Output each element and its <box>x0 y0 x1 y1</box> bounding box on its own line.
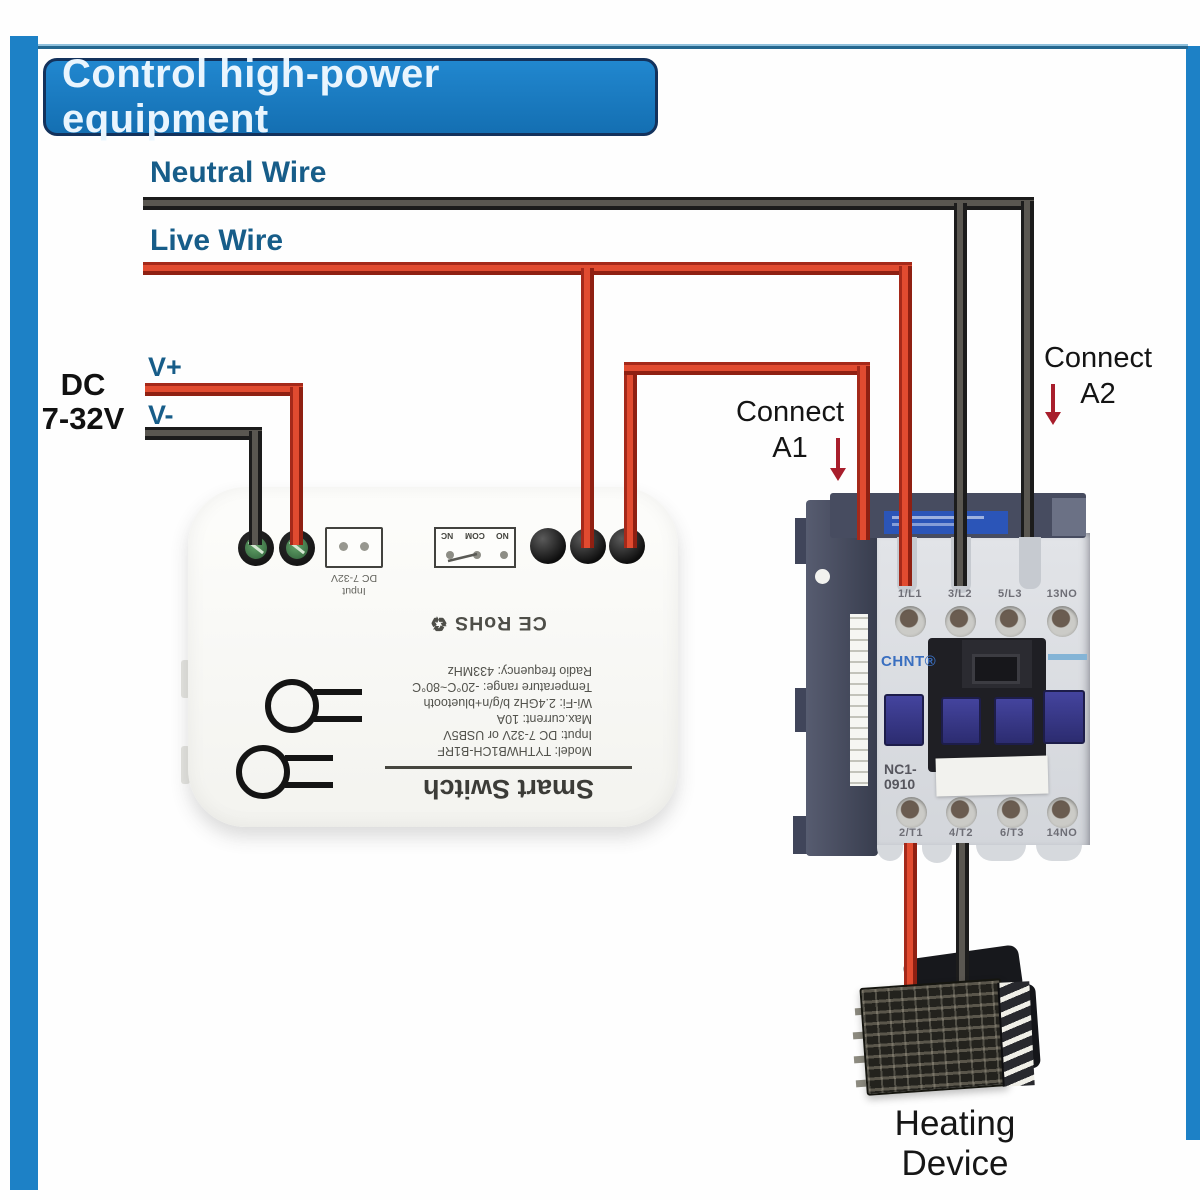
right-accent-bar <box>1186 46 1200 1140</box>
relay-contact-dot <box>500 551 508 559</box>
terminal-screw-3L2 <box>945 606 976 637</box>
heater-coil-pins <box>997 981 1035 1087</box>
contactor-key <box>994 697 1034 745</box>
relay-contact-dot <box>446 551 454 559</box>
neutral-wire-horizontal <box>143 197 1034 210</box>
rail-tab <box>795 518 807 564</box>
terminal-screw-13NO <box>1047 606 1078 637</box>
connect-a2-arrow <box>1051 384 1055 414</box>
contactor-side-label <box>845 608 873 792</box>
contactor-bottom-scallop <box>976 845 1026 861</box>
terminal-screw-6T3 <box>997 797 1028 828</box>
dc-input-connector <box>325 527 383 568</box>
antenna-lead <box>314 716 362 722</box>
load-live-wire <box>904 843 917 990</box>
live-wire-drop-to-1L1 <box>899 266 912 586</box>
antenna-lead <box>285 782 333 788</box>
connector-pin <box>360 542 369 551</box>
rail-tab <box>795 688 807 732</box>
heater-pin-stub <box>855 1079 867 1088</box>
dc-positive-wire-vertical <box>290 387 303 545</box>
v-plus-label: V+ <box>148 352 182 382</box>
connect-a1-arrow <box>836 438 840 470</box>
connect-a1-arrowhead-icon <box>830 468 846 481</box>
switch-print-label: Smart Switch Model: TYTHWB1CH-B1RF Input… <box>366 660 636 804</box>
heating-device-label: Heating Device <box>894 1104 1016 1183</box>
antenna-loop-icon <box>236 745 290 799</box>
title-banner: Control high-power equipment <box>43 52 658 141</box>
neutral-wire-drop-to-a2 <box>1021 201 1034 537</box>
connector-pin <box>339 542 348 551</box>
terminal-screw-1L1 <box>895 606 926 637</box>
antenna-lead <box>285 755 333 761</box>
switch-side-tab <box>181 660 190 698</box>
rail-tab <box>793 816 807 854</box>
contactor-bottom-scallop <box>922 845 952 863</box>
dc-connector-caption: Input DC 7-32V <box>330 572 378 598</box>
wire-channel <box>1019 537 1041 589</box>
connect-a2-arrowhead-icon <box>1045 412 1061 425</box>
contactor-white-strip <box>935 755 1049 797</box>
live-wire-label: Live Wire <box>150 224 284 257</box>
contactor-brand: CHNT® <box>881 653 937 670</box>
relay-lever-icon <box>447 552 478 563</box>
switch-side-tab <box>181 746 190 784</box>
dc-positive-wire-horizontal <box>145 383 303 396</box>
switch-terminal-nc <box>530 528 566 564</box>
terminal-label-5L3: 5/L3 <box>997 588 1022 600</box>
left-accent-bar <box>10 36 38 1190</box>
dc-negative-wire-horizontal <box>145 427 262 440</box>
contactor-key <box>884 694 924 746</box>
heater-fin-block <box>859 978 1009 1096</box>
live-wire-branch-to-switch <box>581 268 594 548</box>
center-block-slot <box>972 654 1020 684</box>
contactor-indicator-line <box>1048 654 1087 660</box>
connect-a2-label: Connect A2 <box>1043 342 1152 410</box>
contactor-top-corner <box>1052 498 1086 536</box>
switch-product-name: Smart Switch <box>385 766 632 804</box>
neutral-wire-branch-to-3L2 <box>954 203 967 586</box>
contactor-bottom-scallop <box>1036 845 1082 861</box>
switch-output-wire-up <box>624 366 637 548</box>
contactor-nameplate <box>884 511 1008 534</box>
terminal-label-6T3: 6/T3 <box>999 827 1024 839</box>
antenna-loop-icon <box>265 679 319 733</box>
neutral-wire-label: Neutral Wire <box>150 156 327 189</box>
switch-specs: Model: TYTHWB1CH-B1RF Input: DC 7-32V or… <box>412 664 592 758</box>
live-wire-horizontal <box>143 262 912 275</box>
terminal-screw-4T2 <box>946 797 977 828</box>
terminal-label-13NO: 13NO <box>1046 588 1078 600</box>
antenna-lead <box>314 689 362 695</box>
terminal-label-3L2: 3/L2 <box>947 588 972 600</box>
rail-mount-hole <box>815 569 830 584</box>
terminal-label-1L1: 1/L1 <box>897 588 922 600</box>
relay-schematic: NC COM NO <box>434 527 516 568</box>
terminal-label-2T1: 2/T1 <box>898 827 923 839</box>
contactor-key <box>1043 690 1085 744</box>
terminal-label-14NO: 14NO <box>1046 827 1078 839</box>
dc-negative-wire-vertical <box>249 431 262 545</box>
coil-a1-wire-down <box>857 366 870 540</box>
top-border-line <box>38 44 1188 49</box>
page-title: Control high-power equipment <box>62 52 440 141</box>
terminal-label-4T2: 4/T2 <box>948 827 973 839</box>
terminal-screw-2T1 <box>896 797 927 828</box>
certification-marks: CE RoHS ♻ <box>429 612 547 634</box>
switch-output-wire-horizontal <box>624 362 870 375</box>
contactor-key <box>941 697 981 745</box>
dc-voltage-label: DC 7-32V <box>41 367 125 436</box>
v-minus-label: V- <box>148 400 174 430</box>
terminal-screw-5L3 <box>995 606 1026 637</box>
contactor-model-label: NC1- 0910 <box>884 761 917 792</box>
contactor-bottom-scallop <box>877 845 903 861</box>
terminal-screw-14NO <box>1047 797 1078 828</box>
load-neutral-wire <box>956 843 969 990</box>
connect-a1-label: Connect A1 <box>735 396 844 464</box>
